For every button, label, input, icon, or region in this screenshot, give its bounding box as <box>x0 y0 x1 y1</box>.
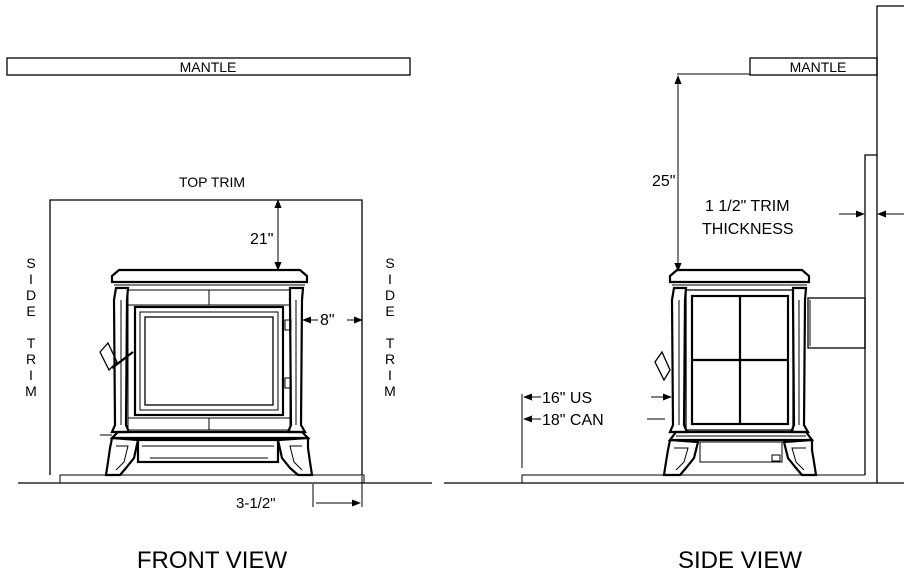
trim-outline <box>49 199 363 475</box>
svg-text:M: M <box>384 383 396 399</box>
side-trim-right-label: S I D E T R I M <box>384 255 396 399</box>
front-view-title: FRONT VIEW <box>137 547 288 574</box>
svg-text:I: I <box>388 271 392 287</box>
svg-text:M: M <box>25 383 37 399</box>
dim-mantle-label: 25" <box>652 173 675 190</box>
trim-thickness-line1: 1 1/2" TRIM <box>705 198 790 215</box>
side-hearth <box>521 474 865 483</box>
top-trim-label: TOP TRIM <box>179 174 245 190</box>
svg-text:S: S <box>385 255 394 271</box>
svg-text:T: T <box>27 335 36 351</box>
side-mantle <box>749 57 878 76</box>
svg-text:R: R <box>26 351 36 367</box>
svg-text:I: I <box>29 367 33 383</box>
svg-text:D: D <box>26 287 36 303</box>
trim-thickness-line2: THICKNESS <box>702 221 794 238</box>
front-hearth <box>59 474 365 483</box>
front-mantle-label: MANTLE <box>180 59 237 75</box>
side-mantle-label: MANTLE <box>790 59 847 75</box>
svg-text:R: R <box>385 351 395 367</box>
side-view-title: SIDE VIEW <box>678 547 802 574</box>
svg-text:T: T <box>386 335 395 351</box>
svg-text:D: D <box>385 287 395 303</box>
front-mantle <box>6 57 411 76</box>
svg-text:I: I <box>29 271 33 287</box>
dim-can-label: 18" CAN <box>542 412 604 429</box>
svg-text:I: I <box>388 367 392 383</box>
dim-us-label: 16" US <box>542 390 592 407</box>
stove-side-drawing <box>654 268 866 477</box>
side-wall <box>876 5 904 483</box>
side-trim-left-label: S I D E T R I M <box>25 255 37 399</box>
side-trim-piece <box>864 154 877 475</box>
dim-top-label: 21" <box>250 231 273 248</box>
svg-text:E: E <box>26 303 35 319</box>
stove-front-drawing <box>99 268 314 477</box>
front-view: MANTLE TOP TRIM S I D E T R I M S I D E … <box>6 57 432 574</box>
side-view: MANTLE 25" 1 1/2" TRIM THICKNESS <box>444 5 904 574</box>
dim-side-label: 8" <box>320 312 335 329</box>
svg-text:E: E <box>385 303 394 319</box>
svg-text:S: S <box>26 255 35 271</box>
dim-hearth-label: 3-1/2" <box>236 495 276 512</box>
